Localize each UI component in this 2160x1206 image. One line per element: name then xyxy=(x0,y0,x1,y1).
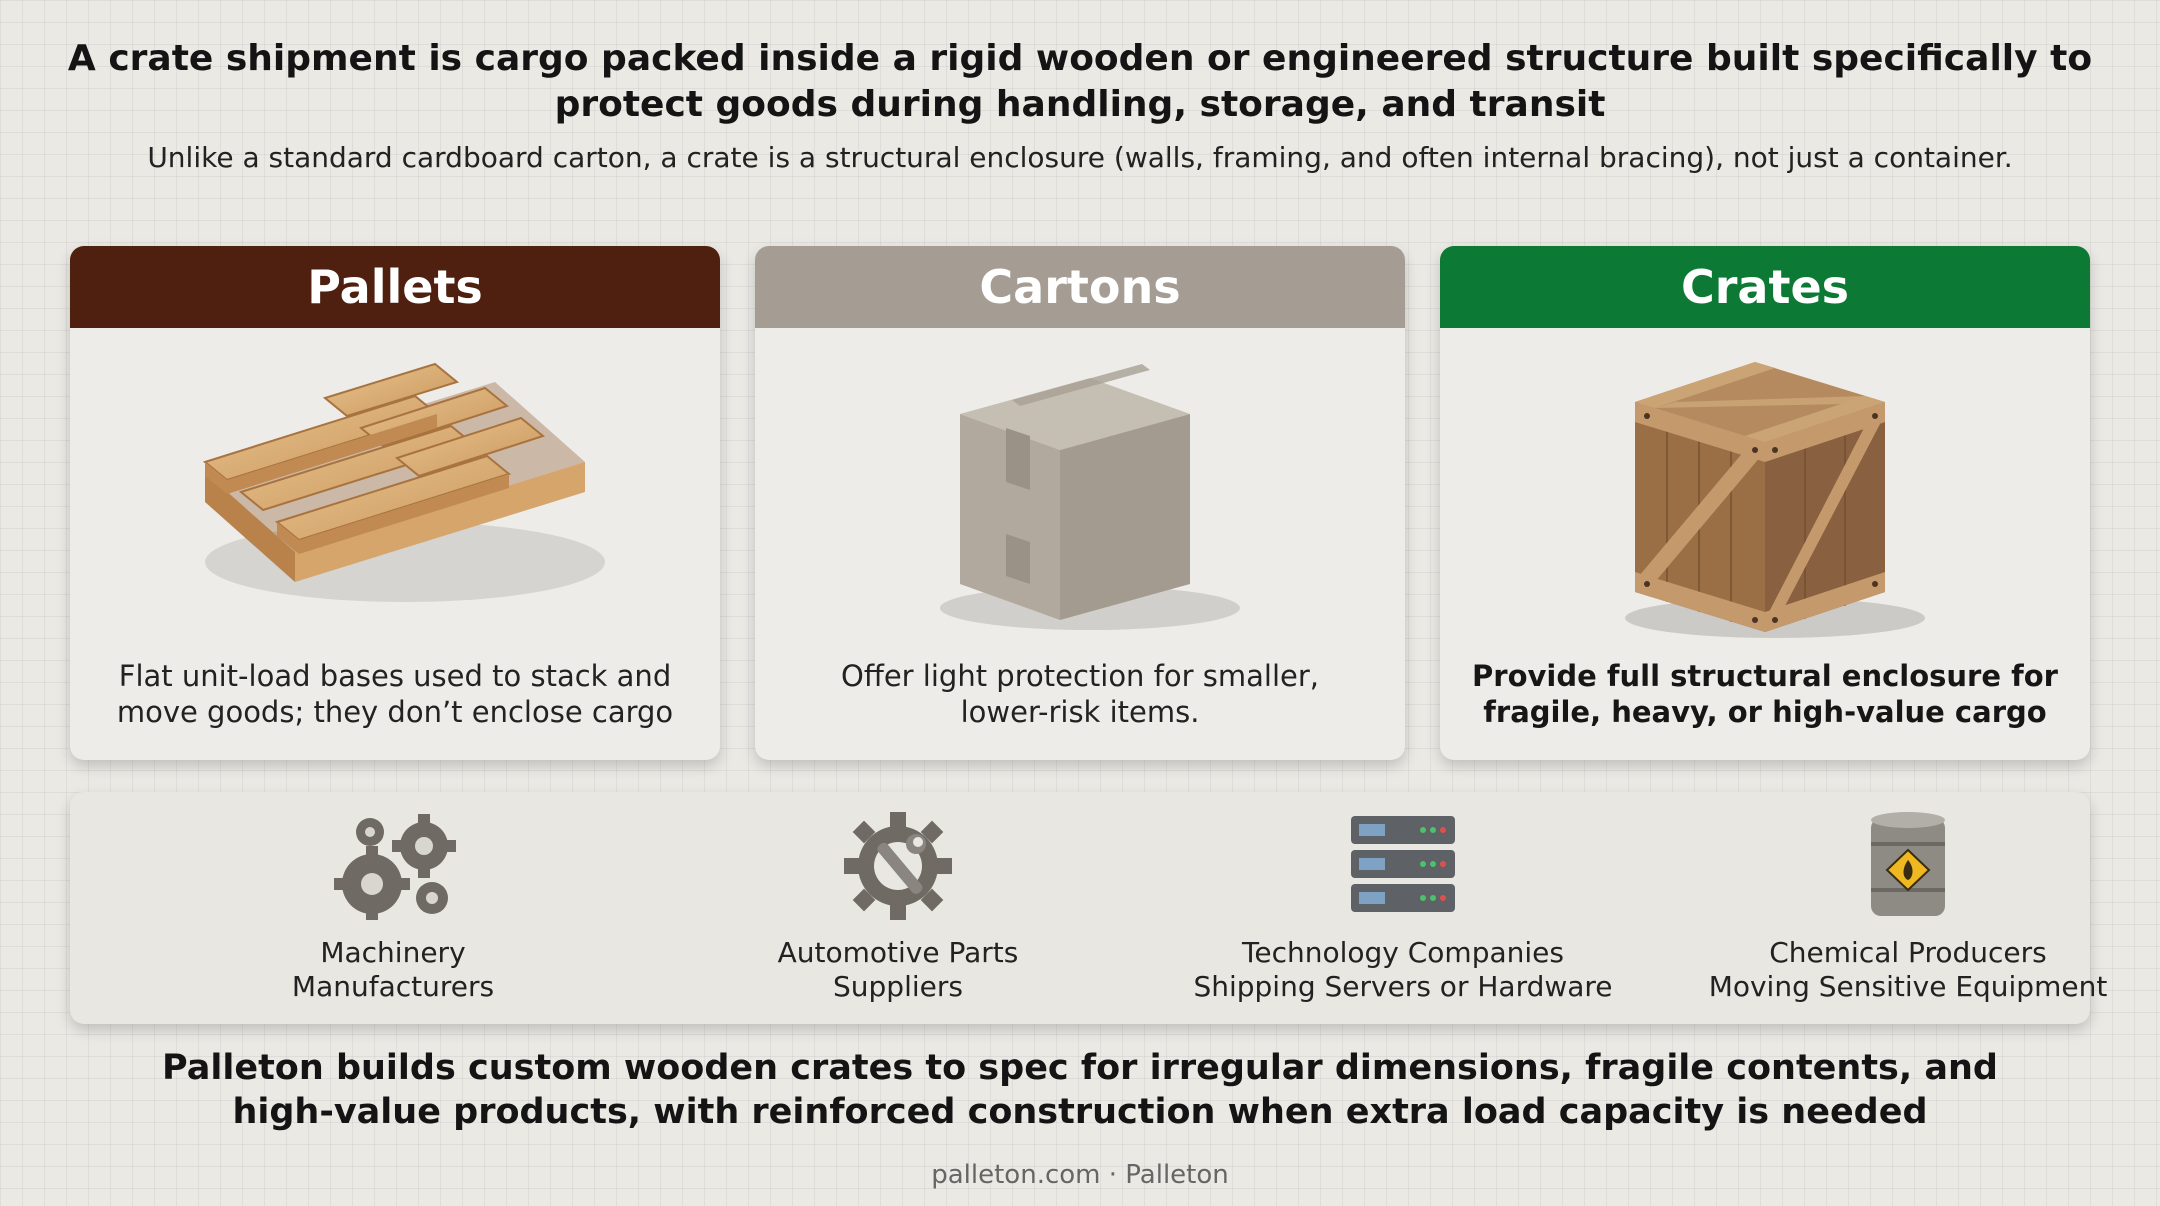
industry-technology-label-line-1: Technology Companies xyxy=(1242,936,1564,969)
card-cartons-description-line-1: Offer light protection for smaller, xyxy=(841,659,1319,693)
server-rack-icon xyxy=(1351,816,1455,912)
card-pallets: Pallets xyxy=(70,246,720,760)
industry-automotive: Automotive Parts Suppliers xyxy=(658,810,1138,1004)
card-pallets-description-line-1: Flat unit-load bases used to stack and xyxy=(118,659,672,693)
card-pallets-description: Flat unit-load bases used to stack and m… xyxy=(100,658,690,730)
pallet-icon xyxy=(202,362,605,602)
carton-box-icon xyxy=(940,364,1240,630)
card-crates: Crates xyxy=(1440,246,2090,760)
chemical-barrel-icon xyxy=(1871,812,1945,916)
card-crates-header: Crates xyxy=(1440,246,2090,328)
footer-message-line-2: high-value products, with reinforced con… xyxy=(232,1092,1928,1132)
card-crates-description-line-1: Provide full structural enclosure for xyxy=(1472,659,2058,693)
source-credit: palleton.com · Palleton xyxy=(931,1160,1229,1190)
footer-message: Palleton builds custom wooden crates to … xyxy=(80,1046,2080,1134)
footer-message-line-1: Palleton builds custom wooden crates to … xyxy=(162,1048,1998,1088)
page-title-line-2: protect goods during handling, storage, … xyxy=(554,84,1606,125)
card-crates-description-line-2: fragile, heavy, or high-value cargo xyxy=(1483,695,2047,729)
industry-technology: Technology Companies Shipping Servers or… xyxy=(1163,810,1643,1004)
card-crates-description: Provide full structural enclosure for fr… xyxy=(1470,658,2060,730)
card-pallets-description-line-2: move goods; they don’t enclose cargo xyxy=(116,695,674,729)
page-subtitle: Unlike a standard cardboard carton, a cr… xyxy=(147,141,2013,174)
industry-automotive-label-line-2: Suppliers xyxy=(833,970,963,1003)
industry-chemical: Chemical Producers Moving Sensitive Equi… xyxy=(1668,810,2148,1004)
industries-panel: Machinery Manufacturers Automotive Parts… xyxy=(70,792,2107,1024)
page-title: A crate shipment is cargo packed inside … xyxy=(60,36,2100,128)
card-cartons-description: Offer light protection for smaller, lowe… xyxy=(785,658,1375,730)
industry-automotive-label-line-1: Automotive Parts xyxy=(777,936,1019,969)
industry-machinery: Machinery Manufacturers xyxy=(153,810,633,1004)
industry-technology-label-line-2: Shipping Servers or Hardware xyxy=(1193,970,1613,1003)
industry-chemical-label-line-2: Moving Sensitive Equipment xyxy=(1708,970,2108,1003)
wooden-crate-icon xyxy=(1625,362,1925,638)
industry-machinery-label-line-2: Manufacturers xyxy=(291,970,495,1003)
industry-machinery-label-line-1: Machinery xyxy=(320,936,466,969)
card-pallets-header: Pallets xyxy=(70,246,720,328)
gears-icon xyxy=(334,814,456,920)
gear-wrench-icon xyxy=(844,812,952,920)
industry-chemical-label-line-1: Chemical Producers xyxy=(1769,936,2047,969)
card-cartons-header: Cartons xyxy=(755,246,1405,328)
card-cartons: Cartons Offer light protection for small… xyxy=(755,246,1405,760)
page-title-line-1: A crate shipment is cargo packed inside … xyxy=(67,38,2093,79)
card-cartons-description-line-2: lower-risk items. xyxy=(960,695,1200,729)
